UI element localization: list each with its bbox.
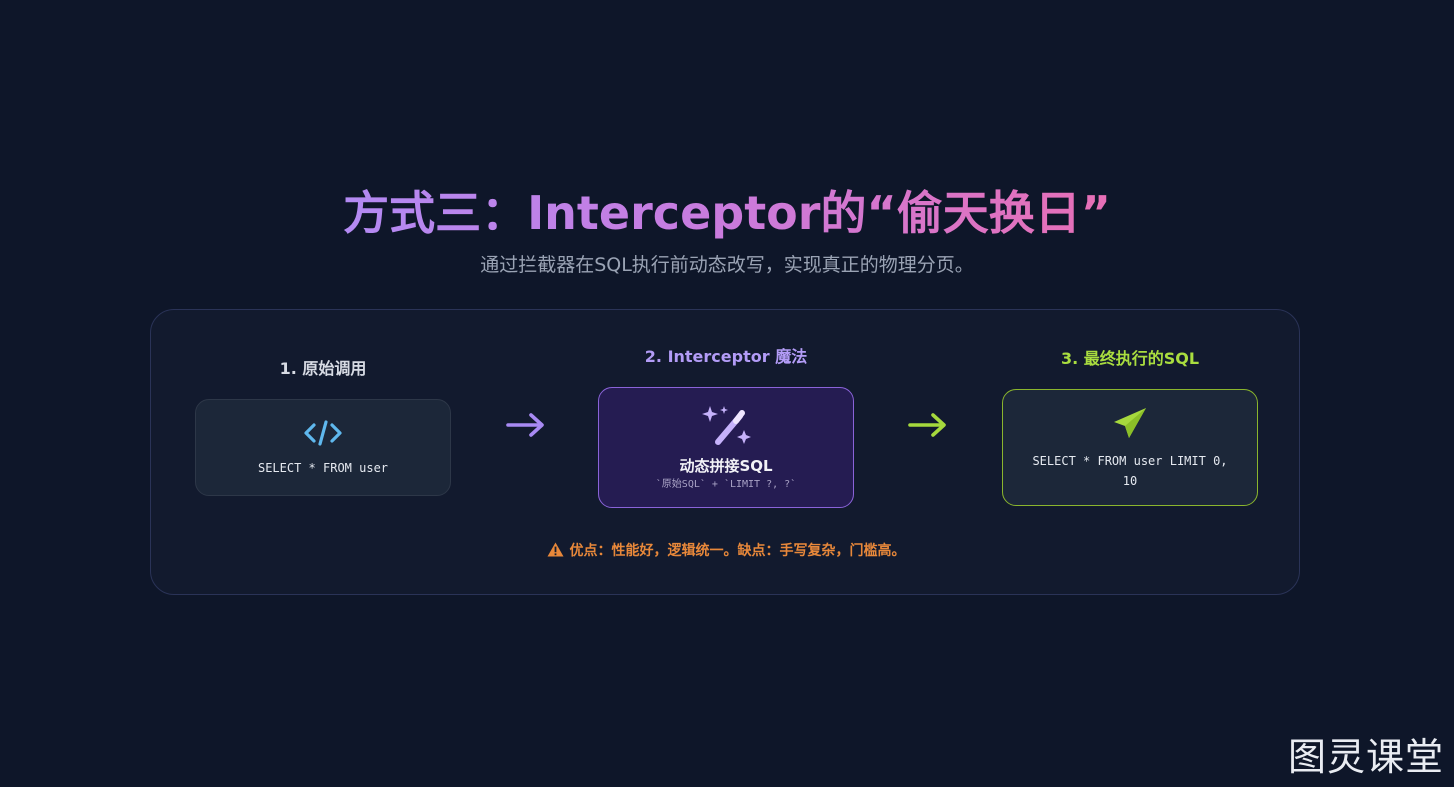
arrow-right-icon [907,410,949,444]
step-3-label: 3. 最终执行的SQL [1060,349,1200,368]
step-2-title: 动态拼接SQL [679,456,773,475]
step-1-label: 1. 原始调用 [279,359,367,378]
pros-cons-note: 优点：性能好，逻辑统一。缺点：手写复杂，门槛高。 [151,541,1301,563]
magic-wand-icon [700,404,752,452]
note-text: 优点：性能好，逻辑统一。缺点：手写复杂，门槛高。 [569,543,906,559]
step-1-box: SELECT * FROM user [195,399,451,496]
step-3-code: SELECT * FROM user LIMIT 0, 10 [1032,453,1228,488]
step-2-box: 动态拼接SQL `原始SQL` + `LIMIT ?, ?` [598,387,854,508]
step-1-code: SELECT * FROM user [257,460,389,475]
step-3-box: SELECT * FROM user LIMIT 0, 10 [1002,389,1258,506]
step-2-label: 2. Interceptor 魔法 [644,347,808,366]
page-title: 方式三：Interceptor的“偷天换日” [343,186,1111,240]
step-2-subtitle: `原始SQL` + `LIMIT ?, ?` [655,478,797,490]
paper-plane-icon [1110,405,1150,445]
watermark-logo: 图灵课堂 [1287,735,1444,779]
page-subtitle: 通过拦截器在SQL执行前动态改写，实现真正的物理分页。 [480,254,974,276]
arrow-right-icon [505,410,547,444]
warning-icon [547,542,564,563]
flow-panel: 1. 原始调用 SELECT * FROM user 2. Intercepto… [150,309,1300,595]
code-icon [303,418,343,452]
